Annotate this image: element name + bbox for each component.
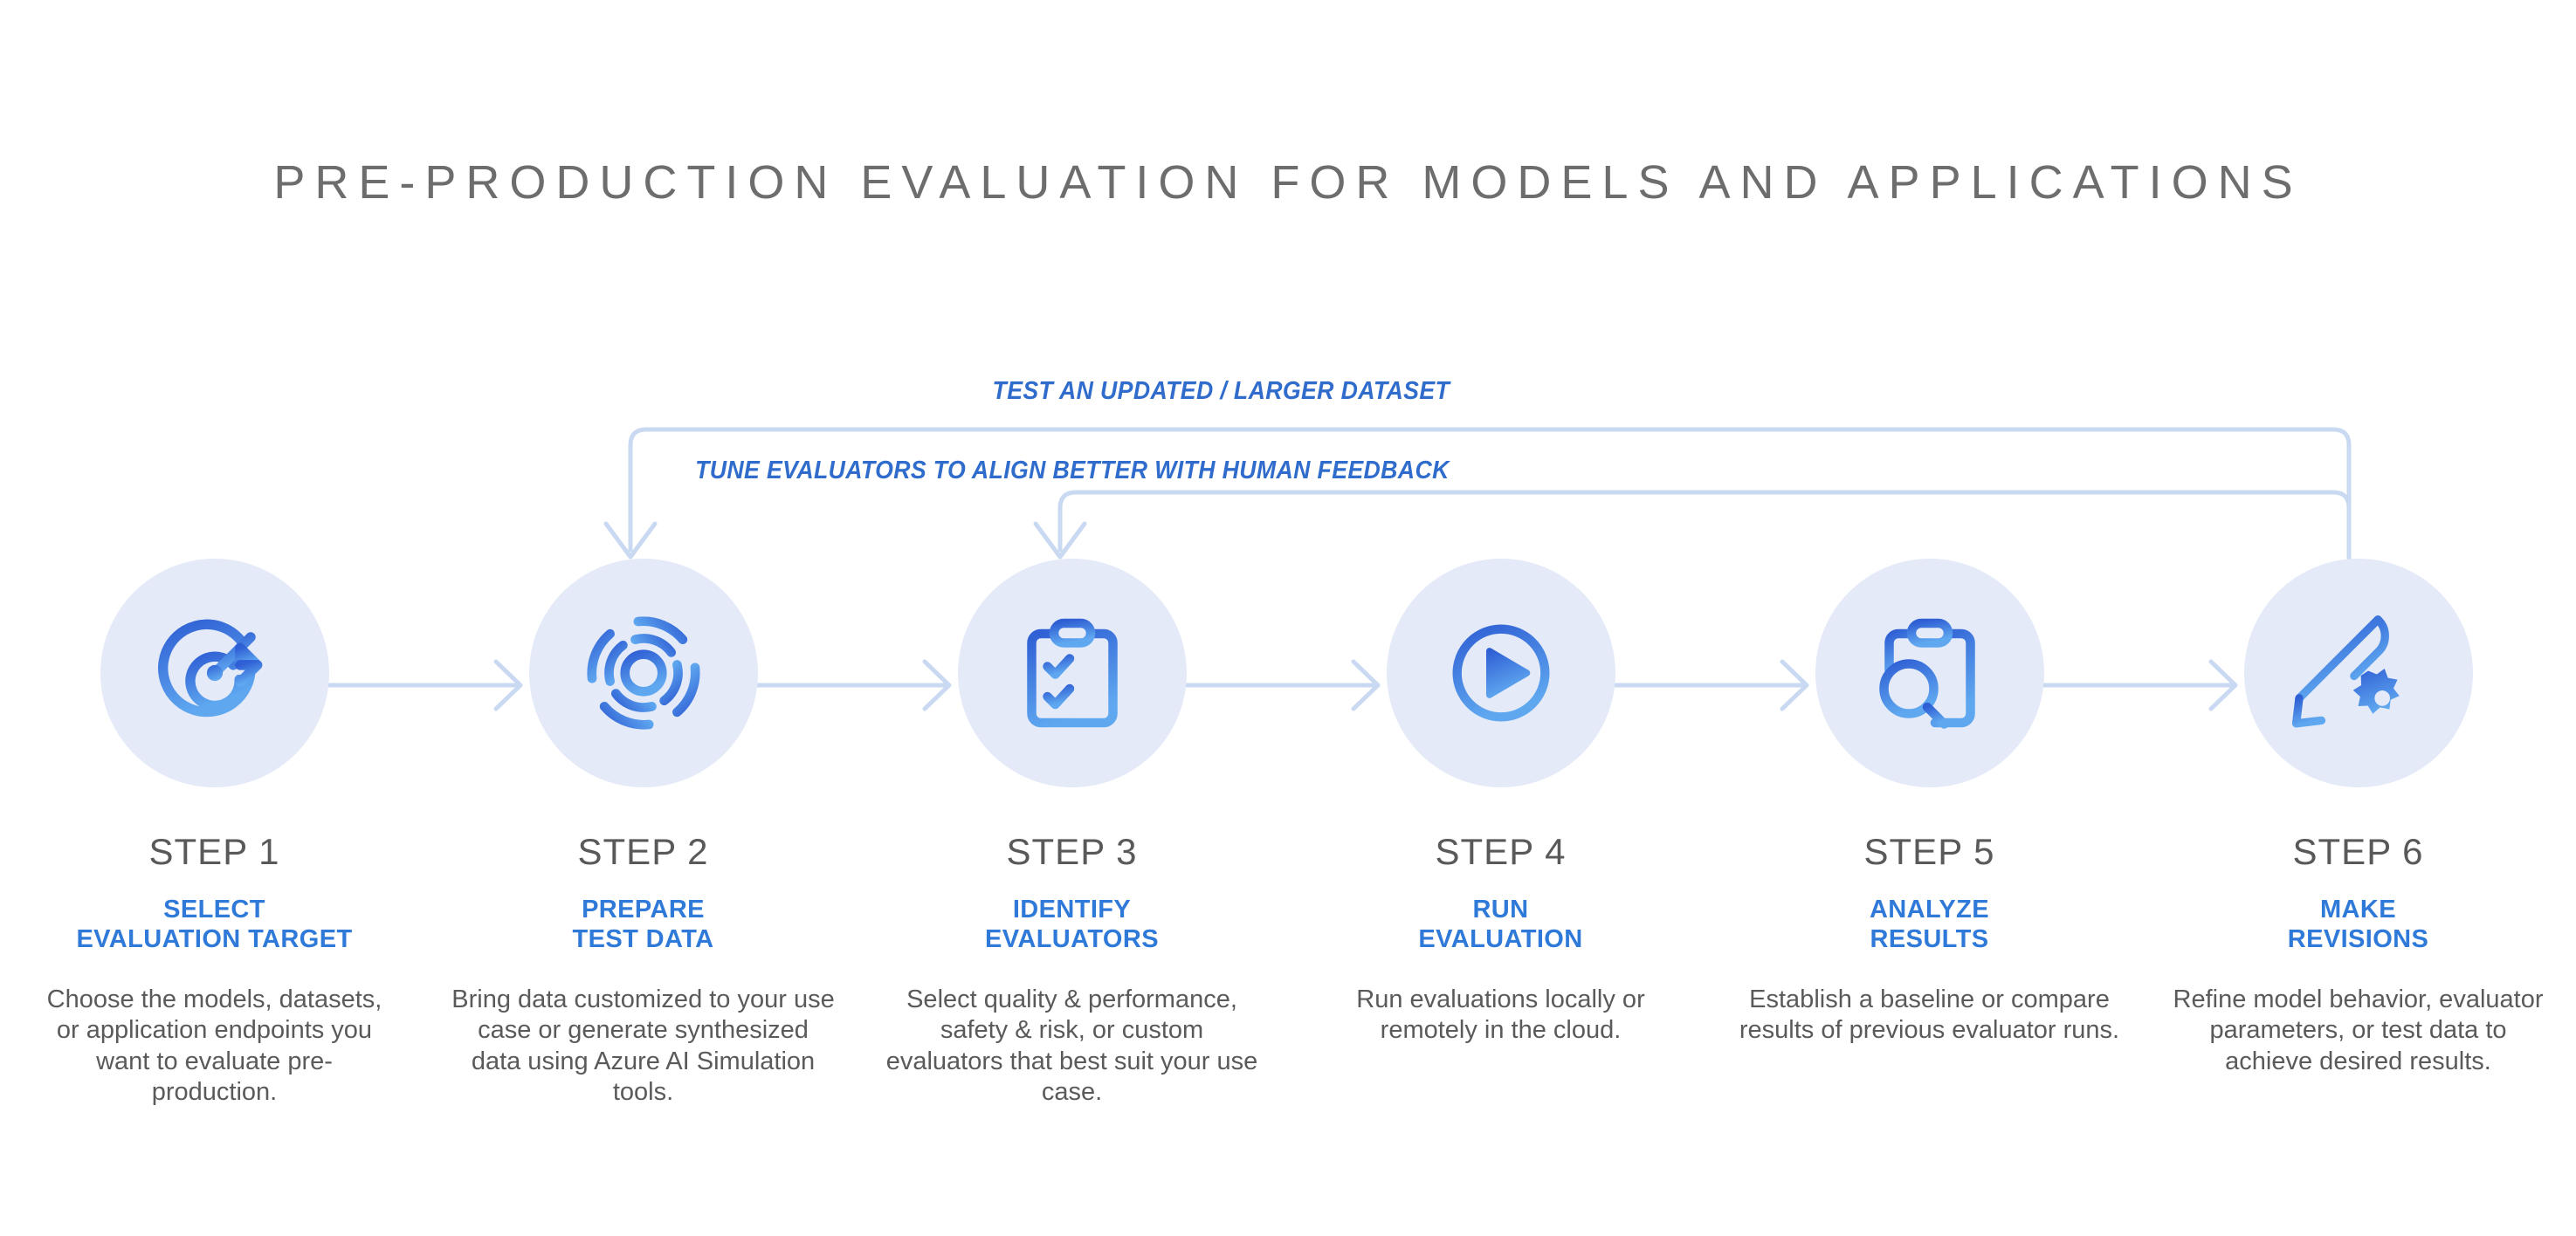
- step-3-heading: IDENTIFY EVALUATORS: [985, 896, 1159, 953]
- step-6-heading: MAKE REVISIONS: [2287, 896, 2429, 953]
- step-4-heading: RUN EVALUATION: [1418, 896, 1583, 953]
- step-5-description: Establish a baseline or compare results …: [1739, 985, 2120, 1045]
- step-2-icon-circle: [528, 559, 758, 787]
- step-5-heading: ANALYZE RESULTS: [1869, 896, 1990, 953]
- clipboard-magnifier-icon: [1878, 618, 1975, 729]
- step-3-description: Select quality & performance, safety & r…: [885, 985, 1258, 1106]
- play-circle-icon: [1452, 624, 1549, 722]
- step-1-icon-circle: [100, 559, 329, 787]
- step-column-4: STEP 4 RUN EVALUATION Run evaluations lo…: [1286, 559, 1715, 1047]
- concentric-rings-icon: [586, 616, 700, 730]
- step-4-number: STEP 4: [1435, 831, 1567, 872]
- step-2-heading: PREPARE TEST DATA: [572, 896, 714, 953]
- pencil-gear-icon: [2291, 615, 2400, 728]
- step-column-5: STEP 5 ANALYZE RESULTS Establish a basel…: [1715, 559, 2144, 1047]
- step-column-2: STEP 2 PREPARE TEST DATA Bring data cust…: [429, 559, 858, 1108]
- step-1-description: Choose the models, datasets, or applicat…: [46, 985, 382, 1106]
- step-4-icon-circle: [1386, 559, 1615, 787]
- step-1-number: STEP 1: [148, 831, 280, 872]
- step-6-icon-circle: [2243, 559, 2473, 787]
- step-1-heading: SELECT EVALUATION TARGET: [76, 896, 353, 953]
- step-column-3: STEP 3 IDENTIFY EVALUATORS Select qualit…: [858, 559, 1286, 1108]
- step-2-number: STEP 2: [577, 831, 709, 872]
- step-6-description: Refine model behavior, evaluator paramet…: [2173, 985, 2544, 1075]
- clipboard-checklist-icon: [1026, 618, 1118, 728]
- step-5-number: STEP 5: [1863, 831, 1995, 872]
- step-4-description: Run evaluations locally or remotely in t…: [1356, 985, 1645, 1045]
- step-column-6: STEP 6 MAKE REVISIONS Refine model behav…: [2144, 559, 2573, 1077]
- page-title: PRE-PRODUCTION EVALUATION FOR MODELS AND…: [273, 156, 2303, 209]
- step-2-description: Bring data customized to your use case o…: [451, 985, 835, 1106]
- steps-row: STEP 1 SELECT EVALUATION TARGET Choose t…: [0, 559, 2576, 1108]
- step-3-number: STEP 3: [1006, 831, 1138, 872]
- feedback-loop-2: [1033, 490, 2352, 572]
- step-6-number: STEP 6: [2292, 831, 2424, 872]
- feedback-loop-1-label: TEST AN UPDATED / LARGER DATASET: [992, 377, 1450, 405]
- target-arrow-icon: [157, 619, 262, 718]
- feedback-loop-1: [603, 427, 2352, 572]
- step-3-icon-circle: [957, 559, 1187, 787]
- step-5-icon-circle: [1815, 559, 2044, 787]
- step-column-1: STEP 1 SELECT EVALUATION TARGET Choose t…: [0, 559, 429, 1108]
- feedback-loop-2-label: TUNE EVALUATORS TO ALIGN BETTER WITH HUM…: [695, 457, 1450, 484]
